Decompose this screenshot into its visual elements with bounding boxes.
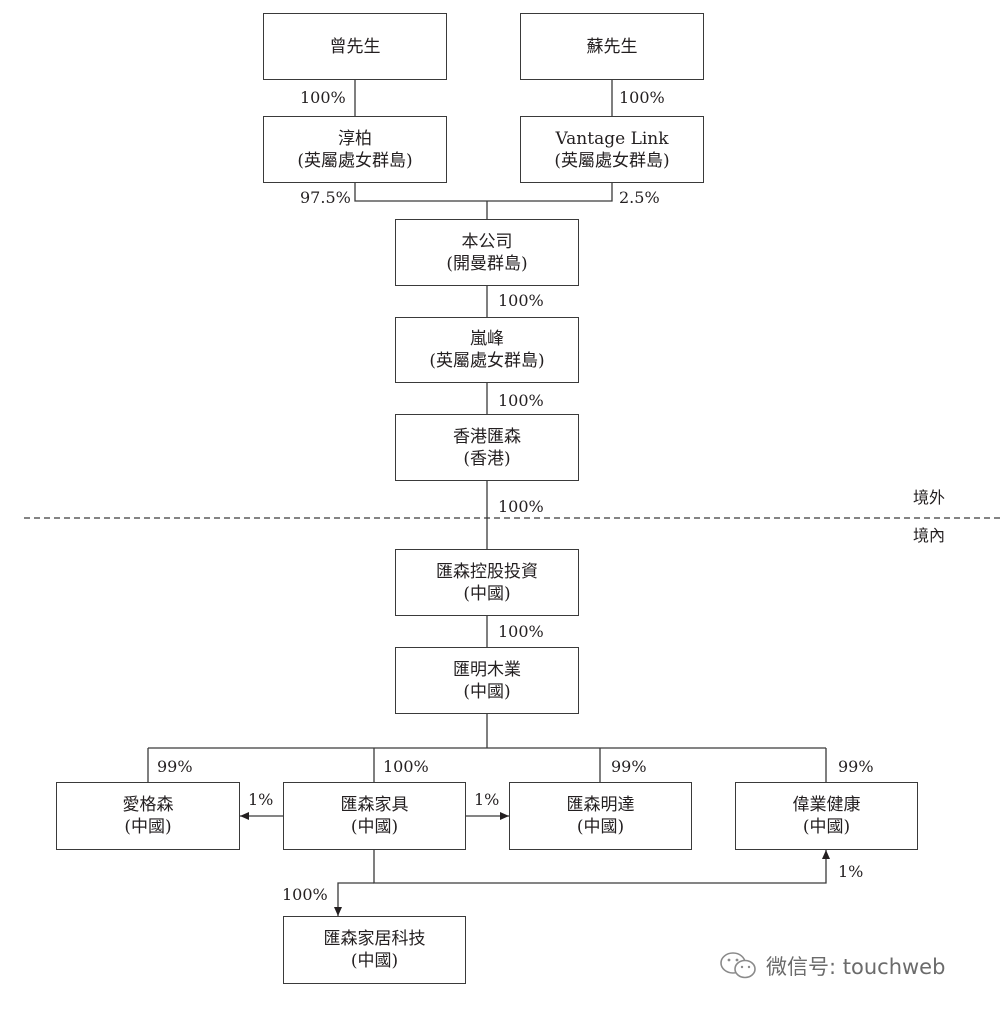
zone-label-offshore: 境外 bbox=[913, 488, 946, 507]
connector-top-merge bbox=[354, 183, 613, 202]
pct-hk-holding: 100% bbox=[498, 497, 544, 516]
entity-lanfeng-name: 嵐峰 bbox=[470, 329, 504, 349]
entity-chunbo-name: 淳柏 bbox=[338, 128, 372, 149]
entity-hk: 香港匯森 (香港) bbox=[395, 414, 579, 481]
entity-su-name: 蘇先生 bbox=[586, 36, 638, 57]
entity-company-location: (開曼群島) bbox=[446, 253, 528, 274]
entity-huiming-name: 匯明木業 bbox=[453, 659, 521, 680]
pct-su-vantage: 100% bbox=[619, 88, 665, 107]
pct-furniture-aigesen: 1% bbox=[248, 790, 274, 809]
entity-aigesen-location: (中國) bbox=[124, 817, 172, 837]
entity-tech-location: (中國) bbox=[350, 951, 399, 971]
entity-holding-location: (中國) bbox=[463, 583, 511, 604]
pct-huiming-weiye: 99% bbox=[838, 757, 874, 776]
entity-holding: 匯森控股投資 (中國) bbox=[395, 549, 579, 616]
entity-holding-name: 匯森控股投資 bbox=[436, 561, 538, 582]
entity-huiming: 匯明木業 (中國) bbox=[395, 647, 579, 714]
entity-furniture: 匯森家具 (中國) bbox=[283, 782, 466, 850]
entity-company: 本公司 (開曼群島) bbox=[395, 219, 579, 286]
entity-hk-location: (香港) bbox=[463, 448, 511, 469]
entity-mingda-location: (中國) bbox=[576, 817, 625, 837]
entity-company-name: 本公司 bbox=[461, 231, 513, 252]
entity-hk-name: 香港匯森 bbox=[453, 426, 521, 447]
entity-weiye: 偉業健康 (中國) bbox=[735, 782, 918, 850]
entity-lanfeng: 嵐峰 (英屬處女群島) bbox=[395, 317, 579, 383]
watermark: 微信号: touchweb bbox=[718, 950, 945, 982]
pct-huiming-aigesen: 99% bbox=[157, 757, 193, 776]
pct-furniture-weiye: 1% bbox=[838, 862, 864, 881]
pct-huiming-furniture: 100% bbox=[383, 757, 429, 776]
entity-mingda-name: 匯森明達 bbox=[566, 795, 635, 815]
entity-vantage-name: Vantage Link bbox=[555, 128, 669, 149]
wechat-icon bbox=[720, 952, 756, 979]
entity-zeng: 曾先生 bbox=[263, 13, 447, 80]
entity-zeng-name: 曾先生 bbox=[329, 36, 381, 57]
entity-tech: 匯森家居科技 (中國) bbox=[283, 916, 466, 984]
pct-chunbo-company: 97.5% bbox=[300, 188, 351, 207]
entity-vantage-location: (英屬處女群島) bbox=[554, 150, 670, 171]
arrow-furniture-tech bbox=[334, 882, 374, 916]
entity-aigesen-name: 愛格森 bbox=[122, 795, 174, 815]
pct-furniture-tech: 100% bbox=[282, 885, 328, 904]
arrow-furniture-weiye bbox=[373, 850, 830, 884]
pct-furniture-mingda: 1% bbox=[474, 790, 500, 809]
watermark-text: 微信号: touchweb bbox=[766, 955, 946, 979]
entity-weiye-name: 偉業健康 bbox=[792, 795, 861, 815]
pct-zeng-chunbo: 100% bbox=[300, 88, 346, 107]
entity-su: 蘇先生 bbox=[520, 13, 704, 80]
entity-lanfeng-location: (英屬處女群島) bbox=[429, 351, 545, 371]
zone-label-onshore: 境內 bbox=[913, 526, 946, 545]
entity-vantage: Vantage Link (英屬處女群島) bbox=[520, 116, 704, 183]
entity-tech-name: 匯森家居科技 bbox=[323, 929, 426, 949]
entity-huiming-location: (中國) bbox=[463, 681, 511, 702]
pct-lanfeng-hk: 100% bbox=[498, 391, 544, 410]
entity-mingda: 匯森明達 (中國) bbox=[509, 782, 692, 850]
pct-huiming-mingda: 99% bbox=[611, 757, 647, 776]
entity-aigesen: 愛格森 (中國) bbox=[56, 782, 240, 850]
entity-chunbo-location: (英屬處女群島) bbox=[297, 150, 413, 171]
entity-chunbo: 淳柏 (英屬處女群島) bbox=[263, 116, 447, 183]
pct-company-lanfeng: 100% bbox=[498, 291, 544, 310]
pct-vantage-company: 2.5% bbox=[619, 188, 660, 207]
entity-furniture-name: 匯森家具 bbox=[340, 795, 409, 815]
entity-weiye-location: (中國) bbox=[802, 817, 851, 837]
pct-holding-huiming: 100% bbox=[498, 622, 544, 641]
entity-furniture-location: (中國) bbox=[350, 817, 399, 837]
